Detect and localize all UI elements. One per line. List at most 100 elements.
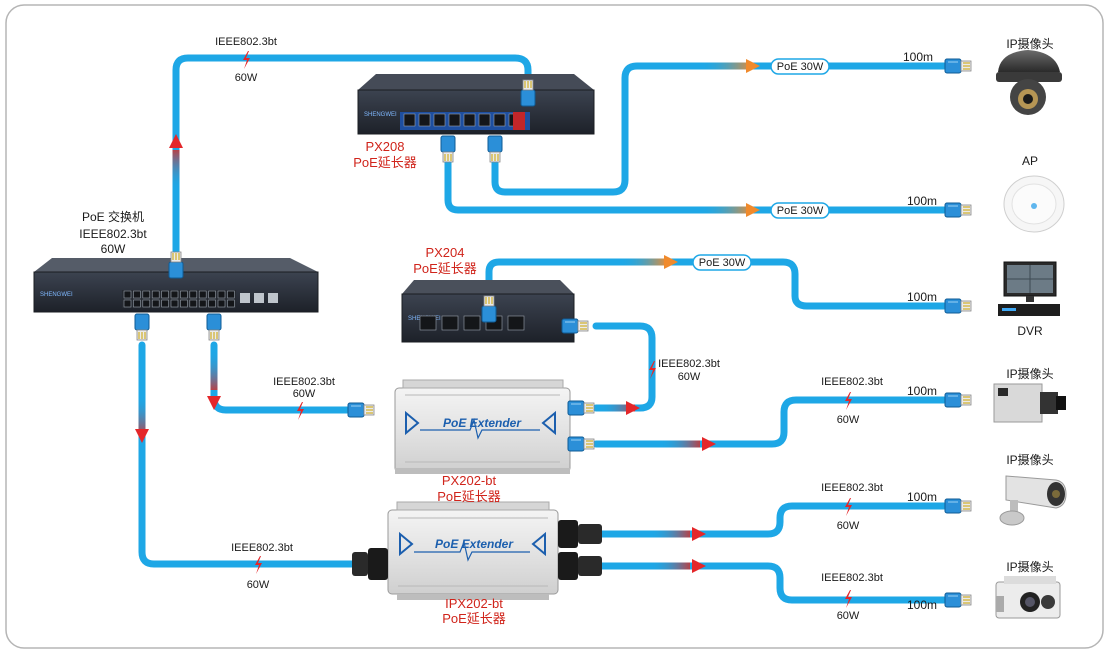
distance-dome: 100m (903, 50, 933, 64)
rj45-dvr (944, 298, 972, 314)
ethernet-port (151, 290, 160, 299)
px204-model: PX204 (425, 245, 464, 260)
diagram-frame (5, 4, 1104, 649)
distance-ap: 100m (907, 194, 937, 208)
endpoint-dvr-label: DVR (1017, 324, 1043, 338)
cam4-link-power: 60W (837, 610, 860, 622)
dome-camera-icon (996, 50, 1062, 115)
power-flow-overlays (138, 62, 750, 570)
rj45-px202-in2 (567, 400, 595, 416)
arrow-right-px204-px202 (626, 401, 640, 415)
ethernet-port (419, 315, 437, 331)
ipx202-bt-device (352, 501, 602, 600)
arrow-up-switch (169, 134, 183, 148)
px202-extender-label: PoE Extender (443, 416, 522, 430)
pill-dvr: PoE 30W (692, 254, 752, 271)
rj45-ap (944, 202, 972, 218)
ethernet-port (441, 315, 459, 331)
cam3-link-power: 60W (837, 520, 860, 532)
arrow-down-ipx202 (135, 429, 149, 443)
cable-ipx202-to-cam4 (598, 562, 949, 604)
ethernet-port (180, 299, 188, 308)
ethernet-port (170, 299, 179, 308)
switch-standard: IEEE802.3bt (79, 227, 147, 241)
ethernet-port (227, 299, 235, 308)
ethernet-port (198, 299, 207, 308)
rj45-cam2 (944, 392, 972, 408)
endpoint-cam2-label: IP摄像头 (1006, 366, 1053, 381)
rj45-dome (944, 58, 972, 74)
ethernet-port (189, 299, 198, 308)
arrow-right-cam4 (692, 559, 706, 573)
cam4-link-standard: IEEE802.3bt (821, 572, 883, 584)
rj45-cam4 (944, 592, 972, 608)
ethernet-port (208, 290, 216, 299)
access-point-icon (1003, 175, 1065, 233)
ethernet-port (142, 290, 151, 299)
px202-in-standard: IEEE802.3bt (273, 376, 335, 388)
rj45-px208-out1 (440, 135, 456, 163)
cam2-link-power: 60W (837, 414, 860, 426)
dvr-icon (998, 261, 1060, 316)
top-link-standard: IEEE802.3bt (215, 36, 277, 48)
ipx202-in-standard: IEEE802.3bt (231, 542, 293, 554)
ethernet-port (161, 299, 169, 308)
ethernet-port (507, 315, 525, 331)
rj45-switch-up (168, 251, 184, 279)
ethernet-port (142, 299, 151, 308)
ethernet-port (198, 290, 207, 299)
ethernet-port (189, 290, 198, 299)
px208-desc: PoE延长器 (353, 155, 417, 170)
svg-text:SHENGWEI: SHENGWEI (40, 292, 73, 298)
ethernet-port (403, 113, 416, 127)
distance-cam2: 100m (907, 384, 937, 398)
ethernet-port (433, 113, 446, 127)
pill-ap-text: PoE 30W (777, 205, 824, 217)
ethernet-port (133, 299, 141, 308)
cable-px202-to-cam2 (592, 396, 949, 448)
ipx202-extender-label: PoE Extender (435, 537, 514, 551)
ethernet-port (463, 315, 481, 331)
px204-px202-standard: IEEE802.3bt (658, 358, 720, 370)
rj45-switch-down-1 (206, 313, 222, 341)
pill-ap: PoE 30W (770, 202, 830, 219)
cable-switch-to-px208 (172, 54, 532, 259)
rj45-px204-in (561, 318, 589, 334)
cable-ipx202-to-cam3 (598, 502, 949, 538)
ipx202-in-power: 60W (247, 579, 270, 591)
arrow-right-ap (746, 203, 760, 217)
rj45-px208-out2 (487, 135, 503, 163)
ethernet-port (418, 113, 431, 127)
px204-desc: PoE延长器 (413, 261, 477, 276)
ir-camera-icon (995, 576, 1061, 619)
px202-bt-desc: PoE延长器 (437, 489, 501, 504)
distance-dvr: 100m (907, 290, 937, 304)
ethernet-port (227, 290, 235, 299)
ethernet-port (463, 113, 476, 127)
rj45-px204-out (481, 295, 497, 323)
cable-px204-to-dvr (485, 258, 949, 310)
arrow-down-px202 (207, 396, 221, 410)
cable-switch-to-ipx202 (138, 341, 356, 568)
distance-cam4: 100m (907, 598, 937, 612)
rj45-cam3 (944, 498, 972, 514)
ipx202-bt-model: IPX202-bt (445, 596, 503, 611)
pill-dvr-text: PoE 30W (699, 257, 746, 269)
px208-device: SHENGWEI (357, 74, 595, 135)
px204-px202-power: 60W (678, 371, 701, 383)
switch-power: 60W (101, 242, 126, 256)
rj45-switch-down-2 (134, 313, 150, 341)
switch-title: PoE 交换机 (82, 209, 144, 224)
cam2-link-standard: IEEE802.3bt (821, 376, 883, 388)
ethernet-port (217, 290, 226, 299)
rj45-px202-out (567, 436, 595, 452)
cable-px208-to-ap (444, 156, 949, 214)
cable-px208-to-dome (491, 62, 949, 196)
ethernet-port (493, 113, 506, 127)
px202-bt-model: PX202-bt (442, 473, 497, 488)
ethernet-port (208, 299, 216, 308)
rj45-px208-in (520, 79, 536, 107)
ethernet-port (161, 290, 169, 299)
